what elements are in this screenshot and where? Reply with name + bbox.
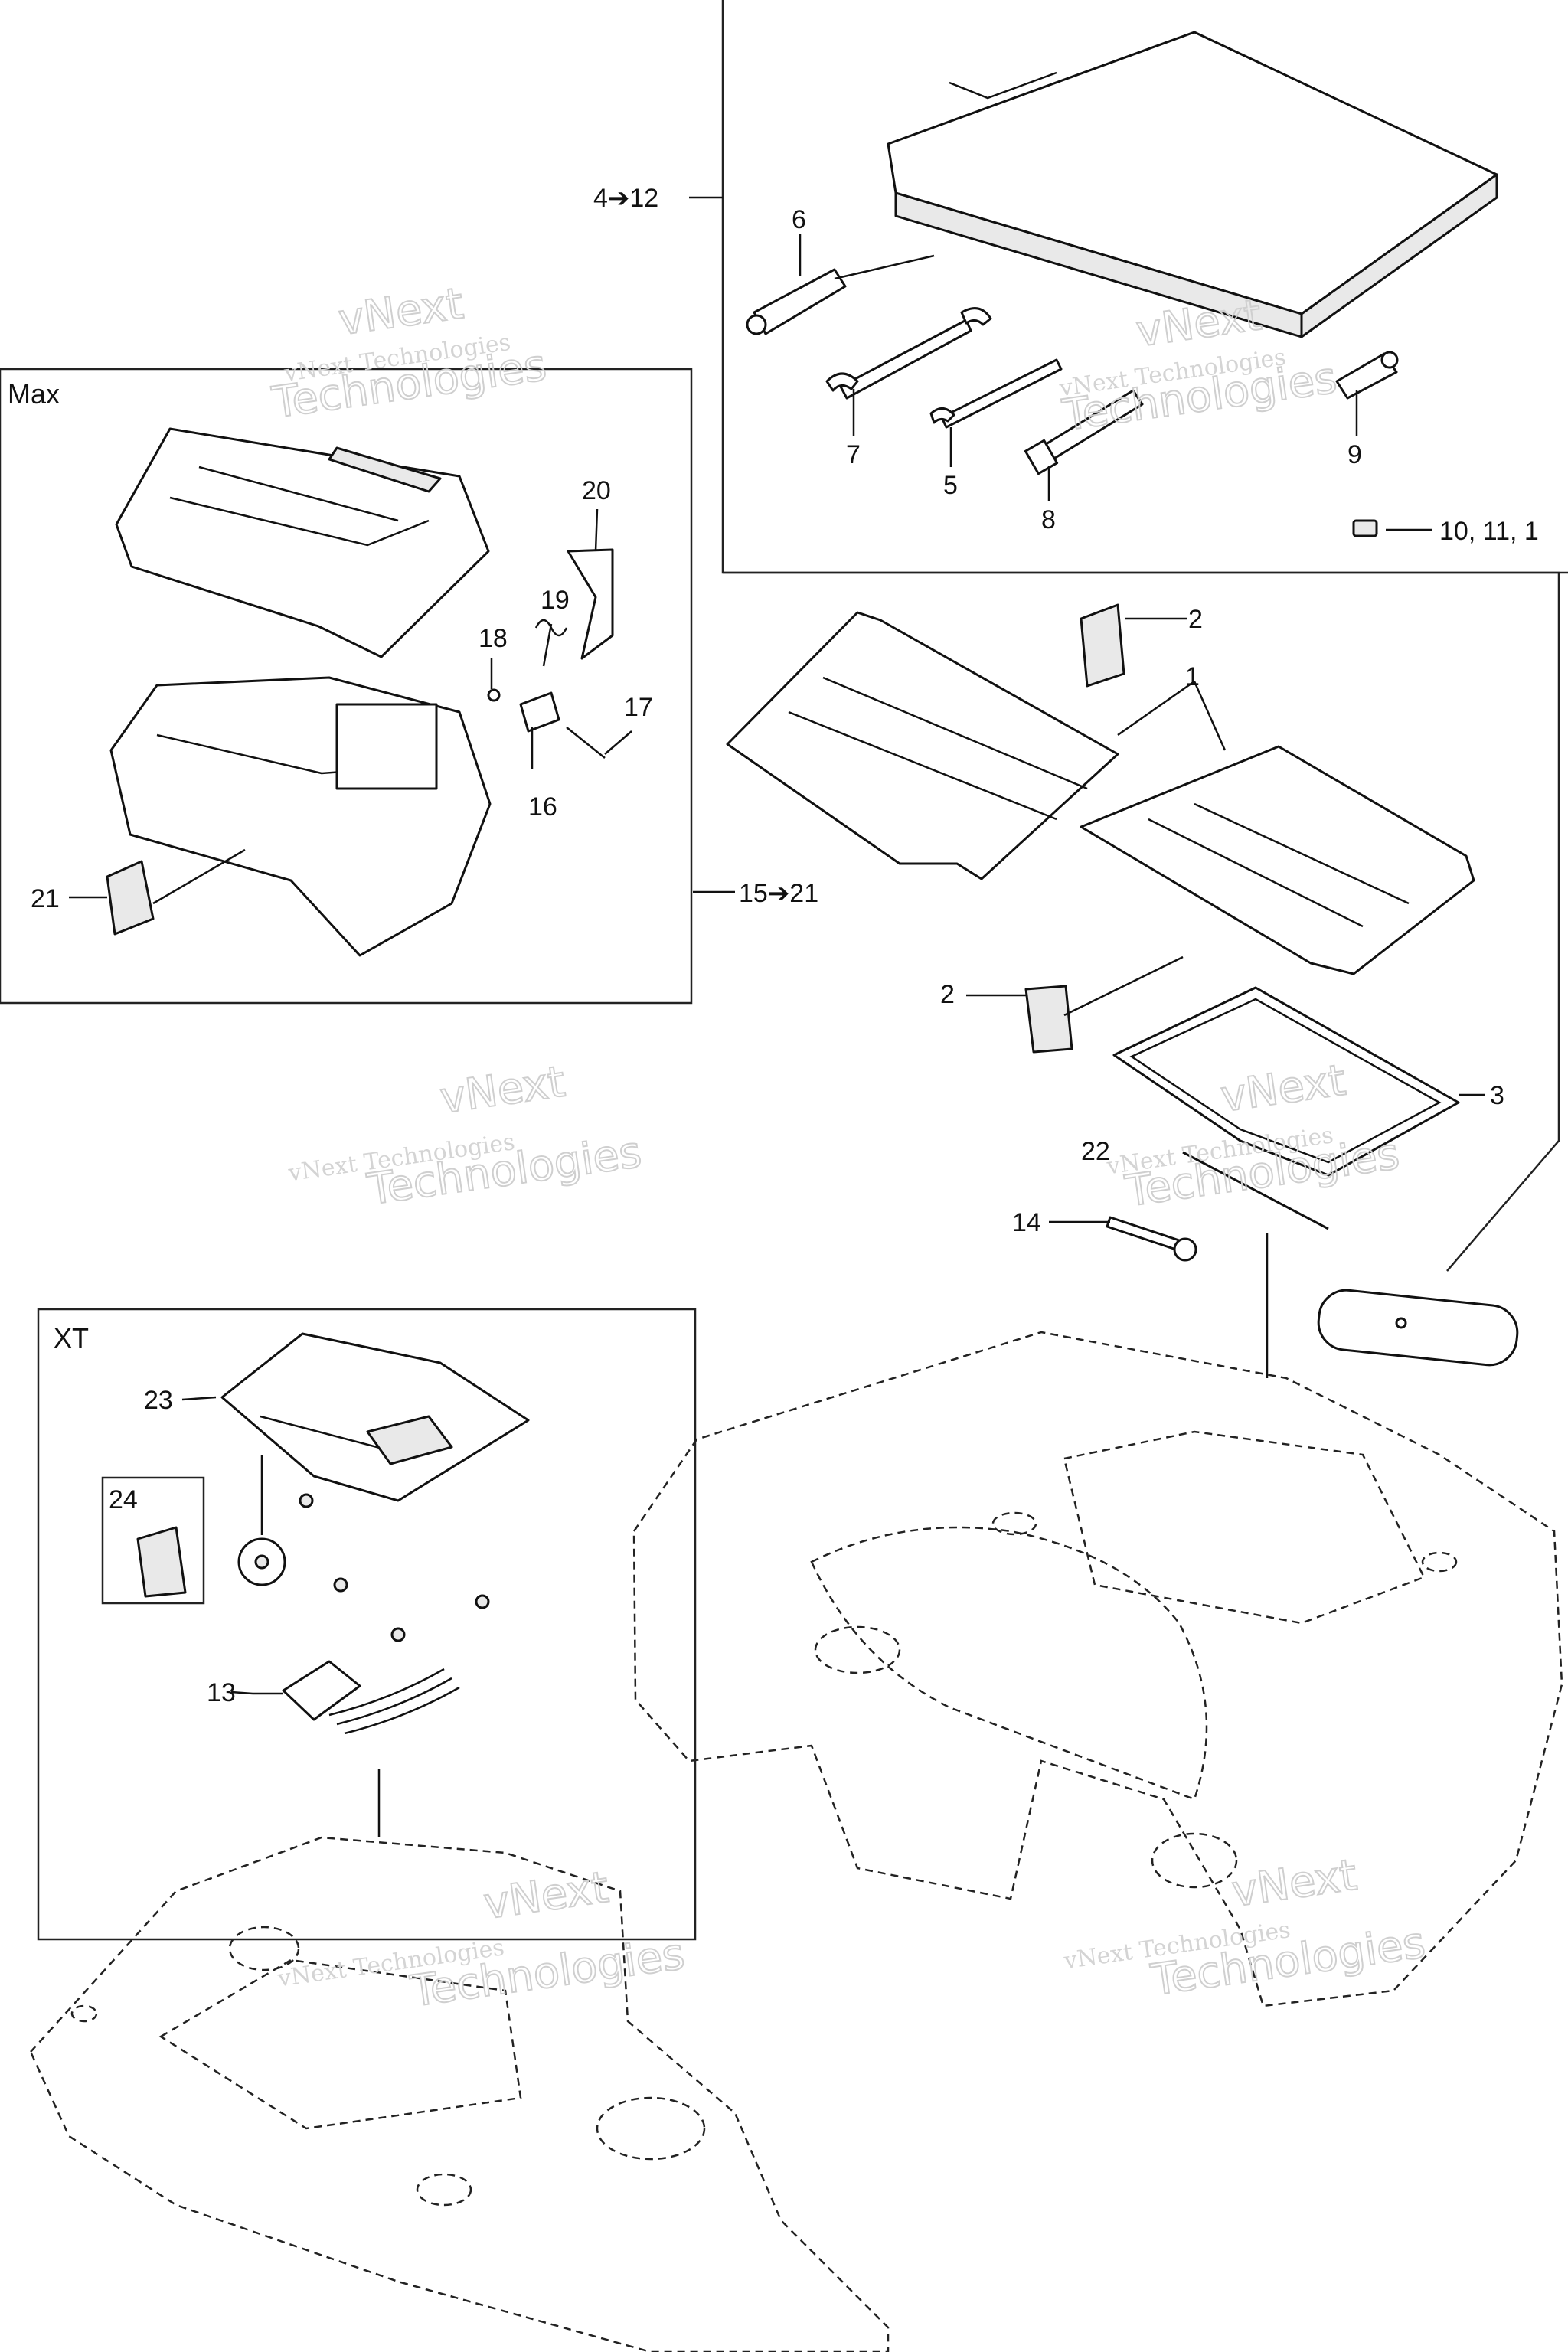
label-range-15-21: 15➔21 bbox=[739, 879, 818, 908]
max-clip bbox=[106, 860, 155, 936]
watermark-outline: vNext bbox=[335, 279, 466, 345]
label-part-7: 7 bbox=[846, 440, 861, 469]
label-part-3: 3 bbox=[1490, 1081, 1504, 1110]
label-part-5: 5 bbox=[943, 471, 958, 500]
label-part-9: 9 bbox=[1348, 440, 1362, 469]
watermark-outline: vNext bbox=[1133, 290, 1264, 357]
spanner-icon bbox=[1106, 1216, 1197, 1262]
rear-body-right bbox=[632, 1331, 1563, 2007]
tool-kit-frame bbox=[721, 0, 1568, 1272]
xt-clip-box bbox=[101, 1476, 205, 1605]
xt-box-title: XT bbox=[54, 1322, 89, 1354]
max-box-frame bbox=[0, 368, 693, 1004]
tool-bag bbox=[887, 31, 1498, 338]
label-part-19: 19 bbox=[541, 586, 570, 615]
rack-bracket-top bbox=[1080, 603, 1125, 688]
max-storage-tray bbox=[115, 427, 490, 658]
label-part-8: 8 bbox=[1041, 505, 1056, 534]
label-range-4-12: 4➔12 bbox=[593, 184, 658, 213]
label-part-18: 18 bbox=[479, 624, 508, 653]
xt-harness bbox=[253, 1660, 460, 1735]
xt-fasteners bbox=[237, 1493, 490, 1642]
screwdriver-icon bbox=[746, 254, 935, 335]
wrench-large-icon bbox=[825, 307, 992, 400]
gasket bbox=[1112, 986, 1460, 1177]
cylinder-pouch bbox=[1317, 1289, 1519, 1367]
watermark-outline: vNext bbox=[437, 1057, 568, 1123]
label-part-13: 13 bbox=[207, 1678, 236, 1707]
label-part-24: 24 bbox=[109, 1485, 138, 1514]
rack-right bbox=[1080, 745, 1475, 975]
label-part-20: 20 bbox=[582, 476, 611, 505]
label-part-6: 6 bbox=[792, 205, 806, 234]
latch-parts bbox=[487, 548, 614, 759]
label-part-14: 14 bbox=[1012, 1208, 1041, 1237]
xt-tray bbox=[220, 1332, 530, 1502]
watermark-outline: vNext bbox=[481, 1863, 612, 1929]
fuse-puller-icon bbox=[1335, 351, 1399, 400]
fuse-icon bbox=[1352, 519, 1378, 537]
wrench-small-icon bbox=[929, 358, 1063, 429]
rear-body-left bbox=[29, 1836, 890, 2352]
label-part-17: 17 bbox=[624, 693, 653, 722]
label-part-2-bottom: 2 bbox=[940, 980, 955, 1009]
xt-box-frame bbox=[37, 1308, 697, 1941]
label-part-10-11: 10, 11, 1 bbox=[1439, 517, 1539, 546]
label-part-22: 22 bbox=[1081, 1137, 1110, 1166]
label-part-23: 23 bbox=[144, 1386, 173, 1415]
rod bbox=[1182, 1151, 1329, 1230]
rack-left bbox=[726, 611, 1119, 880]
watermark-outline: vNext bbox=[1229, 1851, 1360, 1917]
label-part-1: 1 bbox=[1185, 662, 1200, 691]
label-part-21: 21 bbox=[31, 884, 60, 913]
rack-bracket-bottom bbox=[1024, 985, 1073, 1054]
leader-lines bbox=[69, 196, 1485, 1838]
label-part-2-top: 2 bbox=[1188, 605, 1203, 634]
socket-wrench-icon bbox=[1024, 389, 1144, 475]
max-box-title: Max bbox=[8, 378, 60, 410]
label-part-16: 16 bbox=[528, 792, 557, 822]
max-storage-bin bbox=[109, 676, 492, 957]
